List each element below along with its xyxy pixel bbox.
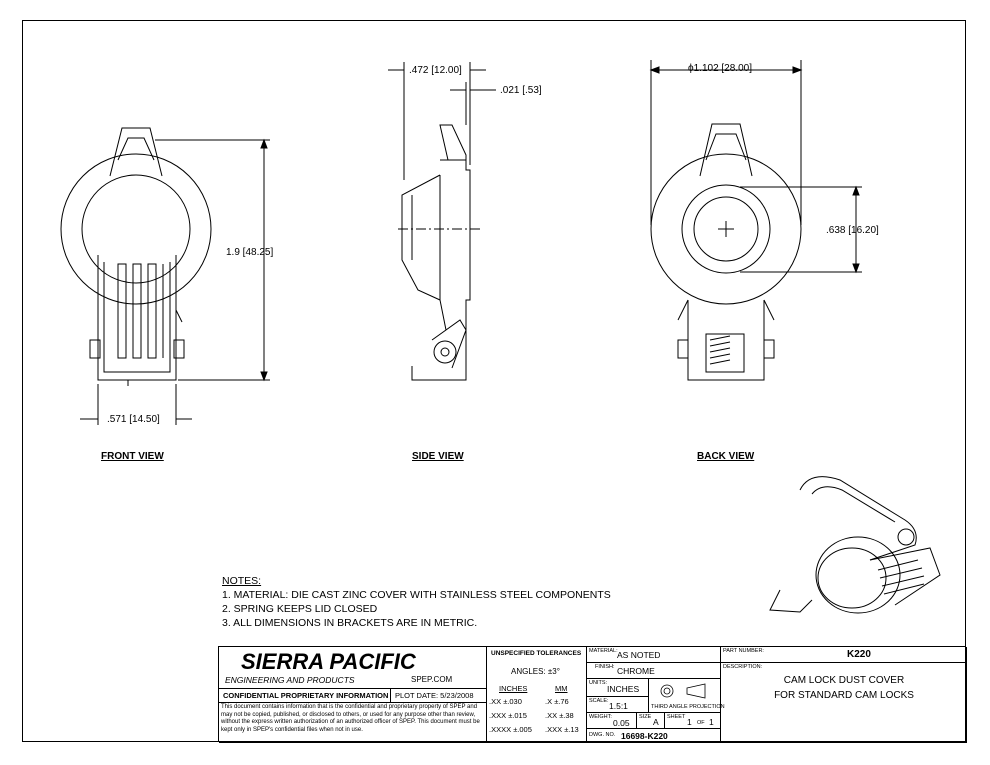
confidential-title-cell: CONFIDENTIAL PROPRIETARY INFORMATION: [219, 689, 391, 703]
size-value: A: [653, 717, 659, 727]
material-cell: MATERIAL: AS NOTED: [587, 647, 721, 663]
company-name: SIERRA PACIFIC: [241, 649, 416, 674]
part-number: K220: [847, 649, 871, 660]
company-subtitle: ENGINEERING AND PRODUCTS: [225, 675, 355, 685]
company-cell: SIERRA PACIFIC ENGINEERING AND PRODUCTS …: [219, 647, 487, 689]
tolerances-mm-header: MM: [555, 684, 568, 693]
confidential-title: CONFIDENTIAL PROPRIETARY INFORMATION: [223, 691, 389, 700]
units-cell: UNITS: INCHES: [587, 679, 649, 697]
back-view-drawing: [649, 60, 862, 381]
tolerance-row: .XXX ±.015: [489, 711, 527, 720]
side-view-title: SIDE VIEW: [412, 451, 464, 462]
tolerances-angles: ANGLES: ±3°: [511, 667, 560, 676]
part-number-cell: PART NUMBER: K220: [721, 647, 967, 663]
front-height-dimension: 1.9 [48.25]: [226, 247, 274, 258]
sheet-total: 1: [709, 717, 714, 727]
scale-value: 1.5:1: [609, 701, 628, 711]
weight-value: 0.05: [613, 718, 630, 728]
projection-symbol-icon: [660, 683, 706, 699]
finish-value: CHROME: [617, 666, 655, 676]
material-value: AS NOTED: [617, 650, 661, 660]
tolerance-row: .XXXX ±.005: [489, 725, 532, 734]
tolerance-row: .XX ±.030: [489, 697, 522, 706]
size-cell: SIZE A: [637, 713, 665, 729]
back-bore-dimension: .638 [16.20]: [826, 225, 879, 236]
plot-date: PLOT DATE: 5/23/2008: [395, 691, 474, 700]
notes-heading: NOTES:: [222, 575, 262, 587]
confidential-text-cell: This document contains information that …: [219, 703, 487, 743]
sheet-cell: SHEET 1 OF 1: [665, 713, 721, 729]
description-cell: DESCRIPTION: CAM LOCK DUST COVER FOR STA…: [721, 663, 967, 743]
title-block: SIERRA PACIFIC ENGINEERING AND PRODUCTS …: [218, 646, 967, 743]
projection-label: THIRD ANGLE PROJECTION: [651, 704, 725, 710]
plot-date-cell: PLOT DATE: 5/23/2008: [391, 689, 487, 703]
note-item: 3. ALL DIMENSIONS IN BRACKETS ARE IN MET…: [222, 617, 478, 629]
scale-cell: SCALE: 1.5:1: [587, 697, 649, 713]
confidential-text: This document contains information that …: [221, 704, 480, 733]
projection-cell: THIRD ANGLE PROJECTION: [649, 679, 725, 713]
side-depth-dimension: .472 [12.00]: [409, 65, 462, 76]
sheet-value: 1: [687, 717, 692, 727]
front-view-drawing: [60, 127, 270, 425]
tolerance-row: .XX ±.38: [545, 711, 574, 720]
finish-cell: FINISH: CHROME: [587, 663, 721, 679]
front-view-title: FRONT VIEW: [101, 451, 164, 462]
note-item: 1. MATERIAL: DIE CAST ZINC COVER WITH ST…: [222, 589, 611, 601]
notes-block: NOTES: 1. MATERIAL: DIE CAST ZINC COVER …: [222, 574, 611, 630]
company-website: SPEP.COM: [411, 675, 453, 684]
dwg-number: 16698-K220: [621, 731, 668, 741]
dwg-cell: DWG. NO. 16698-K220: [587, 729, 721, 743]
tolerances-title: UNSPECIFIED TOLERANCES: [491, 650, 582, 657]
side-offset-dimension: .021 [.53]: [500, 85, 542, 96]
tolerances-inches-header: INCHES: [499, 684, 528, 693]
weight-cell: WEIGHT: 0.05: [587, 713, 637, 729]
units-value: INCHES: [607, 684, 640, 694]
tolerance-row: .XXX ±.13: [545, 725, 579, 734]
description-line: CAM LOCK DUST COVER: [783, 675, 905, 686]
description-line: FOR STANDARD CAM LOCKS: [774, 690, 914, 701]
note-item: 2. SPRING KEEPS LID CLOSED: [222, 603, 378, 615]
back-diameter-dimension: ϕ1.102 [28.00]: [688, 63, 752, 74]
drawing-sheet-border: [22, 20, 966, 742]
tolerance-row: .X ±.76: [545, 697, 569, 706]
isometric-view-drawing: [769, 476, 941, 614]
front-width-dimension: .571 [14.50]: [107, 414, 160, 425]
back-view-title: BACK VIEW: [697, 451, 755, 462]
tolerances-cell: UNSPECIFIED TOLERANCES ANGLES: ±3° INCHE…: [487, 647, 587, 743]
side-view-drawing: [388, 62, 496, 381]
